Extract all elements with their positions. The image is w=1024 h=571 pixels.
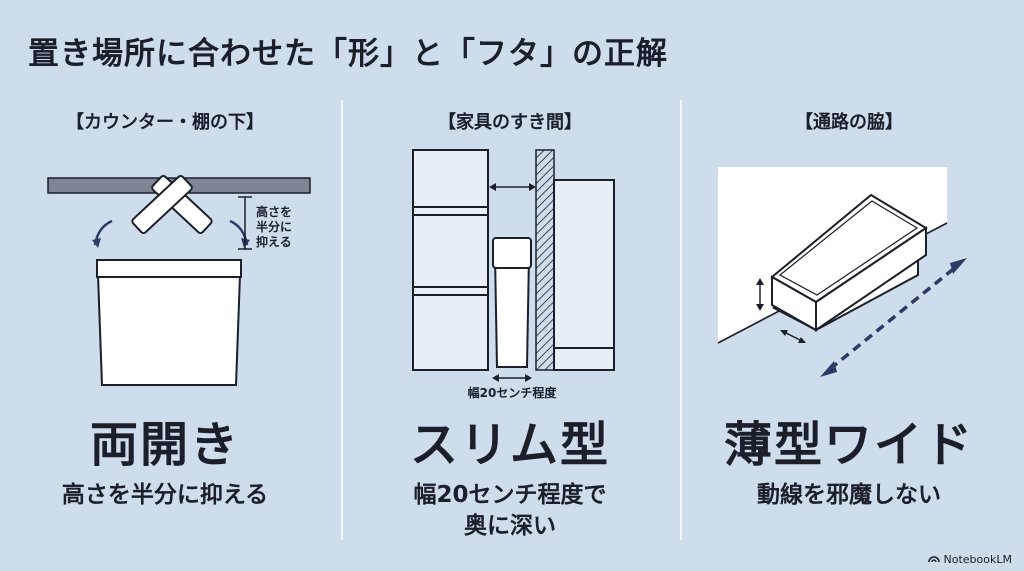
section-label: 【カウンター・棚の下】 xyxy=(66,112,264,133)
height-annotation-line-2: 半分に xyxy=(256,219,292,234)
section-headline: 両開き xyxy=(89,417,240,473)
width-annotation: 幅20センチ程度 xyxy=(468,385,558,400)
cabinet xyxy=(412,149,489,371)
branding-name: NotebookLM xyxy=(943,553,1012,566)
section-furniture-gap: 【家具のすき間】 幅20センチ程度 スリム型 幅20センチ程度で 奥に深い xyxy=(345,100,675,560)
page-title: 置き場所に合わせた「形」と「フタ」の正解 xyxy=(28,36,668,72)
subtitle-line: 高さを半分に抑える xyxy=(61,482,269,508)
column-divider-1 xyxy=(341,100,343,540)
wall xyxy=(535,149,555,371)
double-lid-bin-illustration: 高さを 半分に 抑える xyxy=(47,174,311,386)
section-headline: スリム型 xyxy=(409,417,610,473)
subtitle-line: 動線を邪魔しない xyxy=(757,482,941,508)
column-divider-2 xyxy=(680,100,682,540)
section-label: 【通路の脇】 xyxy=(795,112,903,133)
slim-bin-body xyxy=(493,254,531,368)
subtitle-line: 奥に深い xyxy=(464,513,556,539)
notebooklm-branding: NotebookLM xyxy=(928,553,1012,566)
slim-bin-lid xyxy=(492,237,532,269)
section-label: 【家具のすき間】 xyxy=(438,112,582,133)
height-annotation-line-3: 抑える xyxy=(256,234,292,249)
bin-body xyxy=(96,274,242,386)
section-hallway: 【通路の脇】 薄型ワイド 動線を邪魔しない xyxy=(684,100,1014,560)
section-headline: 薄型ワイド xyxy=(723,417,974,473)
section-subtitle: 幅20センチ程度で 奥に深い xyxy=(345,480,675,542)
section-counter-shelf: 【カウンター・棚の下】 高さを 半分に 抑える 両開き 高さを半分に抑える xyxy=(0,100,330,560)
right-lid xyxy=(131,174,193,235)
wide-thin-bin-illustration xyxy=(717,167,967,377)
hallway-dashed-arrow xyxy=(828,264,959,371)
notebooklm-logo-icon xyxy=(928,553,940,566)
height-annotation-line-1: 高さを xyxy=(256,204,292,219)
section-subtitle: 動線を邪魔しない xyxy=(684,480,1014,511)
section-subtitle: 高さを半分に抑える xyxy=(0,480,330,511)
slim-bin-illustration: 幅20センチ程度 xyxy=(412,149,615,400)
subtitle-line: 幅20センチ程度で xyxy=(413,482,607,508)
bin-rim xyxy=(96,259,242,278)
side-panel xyxy=(553,179,615,371)
